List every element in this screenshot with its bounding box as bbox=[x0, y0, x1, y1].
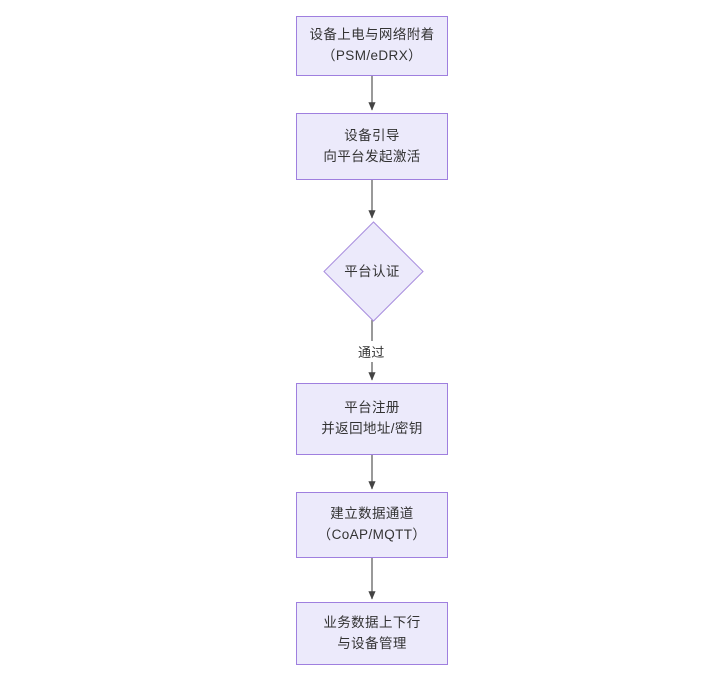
node-service-data[interactable]: 业务数据上下行 与设备管理 bbox=[296, 602, 448, 665]
node-data-channel[interactable]: 建立数据通道 （CoAP/MQTT） bbox=[296, 492, 448, 558]
node-power-on-line1: 设备上电与网络附着 bbox=[309, 27, 435, 43]
edge-label-pass: 通过 bbox=[355, 341, 388, 362]
node-platform-register-line1: 平台注册 bbox=[344, 400, 400, 416]
node-bootstrap-line1: 设备引导 bbox=[344, 127, 400, 143]
node-data-channel-line2: （CoAP/MQTT） bbox=[317, 527, 427, 542]
node-power-on[interactable]: 设备上电与网络附着 （PSM/eDRX） bbox=[296, 16, 448, 76]
node-platform-auth-label: 平台认证 bbox=[344, 264, 400, 279]
node-service-data-line2: 与设备管理 bbox=[337, 635, 407, 651]
node-bootstrap[interactable]: 设备引导 向平台发起激活 bbox=[296, 113, 448, 180]
node-service-data-line1: 业务数据上下行 bbox=[323, 614, 421, 630]
node-platform-auth[interactable]: 平台认证 bbox=[322, 220, 424, 322]
node-power-on-line2: （PSM/eDRX） bbox=[321, 48, 423, 63]
node-bootstrap-line2: 向平台发起激活 bbox=[323, 148, 421, 164]
node-data-channel-line1: 建立数据通道 bbox=[330, 506, 414, 522]
node-platform-register-line2: 并返回地址/密钥 bbox=[321, 421, 423, 436]
node-platform-register[interactable]: 平台注册 并返回地址/密钥 bbox=[296, 383, 448, 455]
